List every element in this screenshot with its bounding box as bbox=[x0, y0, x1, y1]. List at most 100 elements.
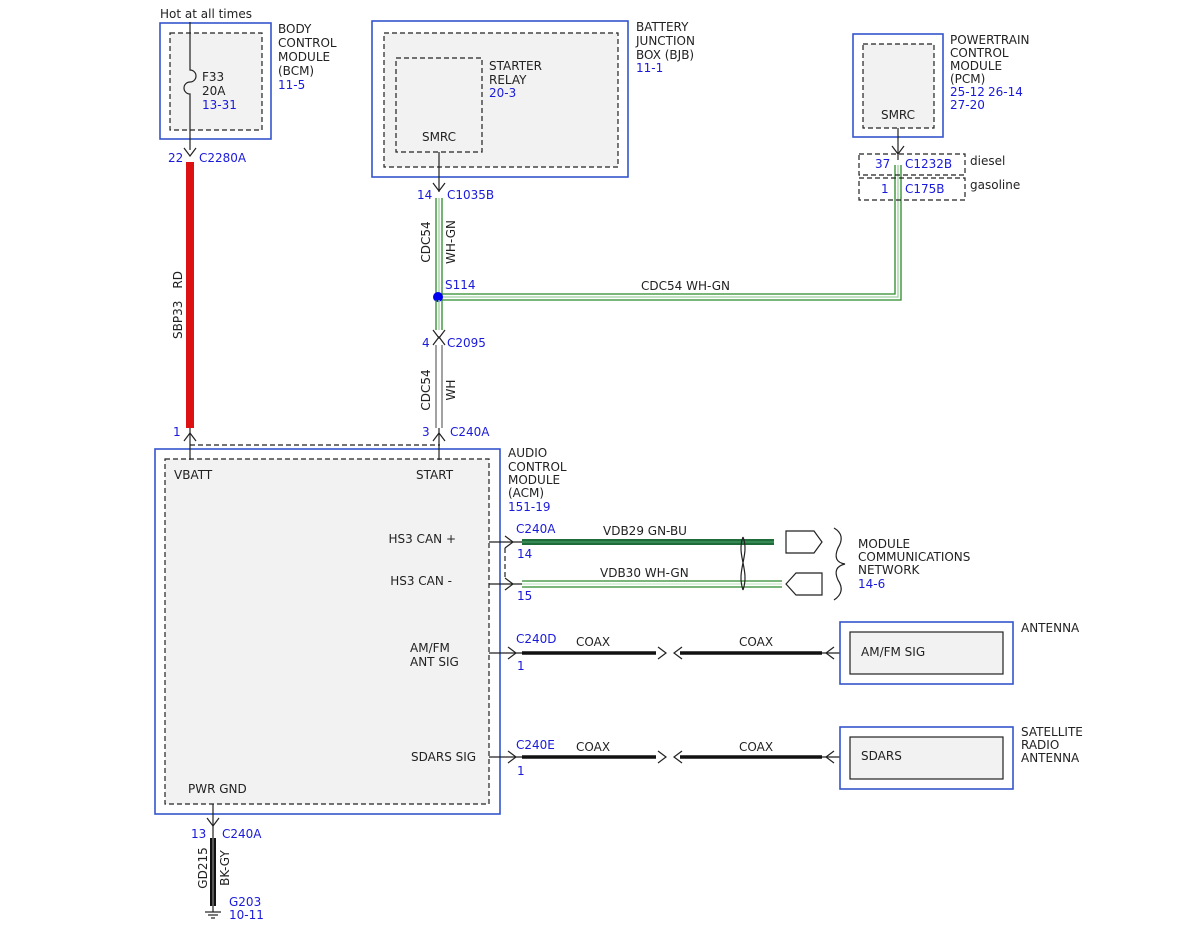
splice-label: S114 bbox=[445, 278, 476, 292]
amfm-label-1: AM/FM bbox=[410, 641, 450, 655]
gd215-circuit: GD215 bbox=[196, 847, 210, 888]
vbatt-pin: 1 bbox=[173, 425, 181, 439]
diesel-connector-box bbox=[858, 153, 966, 176]
pcm-title-3: MODULE bbox=[950, 59, 1002, 73]
fuse-amps: 20A bbox=[202, 84, 226, 98]
pwr-gnd-connector: C240A bbox=[222, 827, 262, 841]
cdc54-lower-circuit: CDC54 bbox=[419, 369, 433, 410]
acm-ref: 151-19 bbox=[508, 500, 551, 514]
bcm-connector: C2280A bbox=[199, 151, 247, 165]
bjb-title-3: BOX (BJB) bbox=[636, 48, 694, 62]
start-connector: C240A bbox=[450, 425, 490, 439]
gasoline-label: gasoline bbox=[970, 178, 1020, 192]
sdars-coax-label-1: COAX bbox=[576, 740, 610, 754]
twisted-pair-symbol bbox=[740, 536, 746, 591]
c2095-connector: C2095 bbox=[447, 336, 486, 350]
sat-antenna-title-1: SATELLITE bbox=[1021, 725, 1083, 739]
acm-title-2: CONTROL bbox=[508, 460, 567, 474]
pcm-title-4: (PCM) bbox=[950, 72, 985, 86]
bcm-title-4: (BCM) bbox=[278, 64, 314, 78]
fuse-ref: 13-31 bbox=[202, 98, 237, 112]
diesel-connector: C1232B bbox=[905, 157, 952, 171]
pcm-title-1: POWERTRAIN bbox=[950, 33, 1030, 47]
pcm-inner bbox=[862, 43, 935, 129]
pwr-gnd-pin: 13 bbox=[191, 827, 206, 841]
sdars-arrow bbox=[507, 750, 517, 764]
pcm-ref-1: 25-12 bbox=[950, 85, 985, 99]
pwr-gnd-arrow bbox=[206, 817, 220, 827]
gd215-color: BK-GY bbox=[218, 850, 232, 886]
splice-s114 bbox=[433, 292, 443, 302]
can-plus-pin: 14 bbox=[517, 547, 532, 561]
diesel-label: diesel bbox=[970, 154, 1005, 168]
network-brace bbox=[833, 527, 846, 601]
network-ref: 14-6 bbox=[858, 577, 885, 591]
amfm-connector: C240D bbox=[516, 632, 557, 646]
pcm-module: SMRC POWERTRAIN CONTROL MODULE (PCM) 25-… bbox=[852, 33, 1030, 201]
bcm-title-2: CONTROL bbox=[278, 36, 337, 50]
amfm-coax-label-1: COAX bbox=[576, 635, 610, 649]
relay-title-2: RELAY bbox=[489, 73, 527, 87]
acm-title-4: (ACM) bbox=[508, 486, 544, 500]
gasoline-pin: 1 bbox=[881, 182, 889, 196]
wire-cdc54-horizontal: CDC54 WH-GN bbox=[437, 165, 902, 301]
sdars-connector: C240E bbox=[516, 738, 555, 752]
amfm-circuit: C240D 1 COAX COAX AM/FM SIG ANTENNA bbox=[489, 621, 1080, 685]
sdars-coax-label-2: COAX bbox=[739, 740, 773, 754]
bcm-ref: 11-5 bbox=[278, 78, 305, 92]
ground-circuit: 13 C240A GD215 BK-GY G203 10-11 bbox=[191, 804, 264, 922]
acm-title-1: AUDIO bbox=[508, 446, 547, 460]
sat-antenna-inner bbox=[849, 736, 1004, 780]
relay-title-1: STARTER bbox=[489, 59, 542, 73]
c2095-arrow-bottom bbox=[432, 336, 446, 346]
wire-cdc54-lower: CDC54 WH bbox=[419, 345, 458, 428]
network-title-3: NETWORK bbox=[858, 563, 921, 577]
start-pin: 3 bbox=[422, 425, 430, 439]
sbp33-circuit: SBP33 bbox=[171, 301, 185, 339]
bcm-title-3: MODULE bbox=[278, 50, 330, 64]
network-connector-plus bbox=[785, 530, 823, 554]
starter-relay-box bbox=[395, 57, 483, 153]
wire-cdc54-middle: 4 C2095 bbox=[422, 300, 486, 350]
cdc54-lower-color: WH bbox=[444, 380, 458, 401]
can-bus: C240A 14 VDB29 GN-BU 15 VDB30 WH-GN MODU… bbox=[489, 522, 970, 603]
sbp33-color: RD bbox=[171, 271, 185, 289]
sat-antenna-inner-label: SDARS bbox=[861, 749, 902, 763]
amfm-coax-label-2: COAX bbox=[739, 635, 773, 649]
svg-text:SBP33RD: SBP33 RD bbox=[171, 271, 185, 339]
start-arrow bbox=[432, 432, 446, 442]
bjb-title-2: JUNCTION bbox=[635, 34, 695, 48]
hs3-can-minus-label: HS3 CAN - bbox=[390, 574, 452, 588]
bcm-connector-arrow bbox=[183, 147, 197, 157]
amfm-arrow bbox=[507, 646, 517, 660]
vbatt-arrow bbox=[183, 432, 197, 442]
network-connector-minus bbox=[785, 572, 823, 596]
acm-module: 1 VBATT 3 C240A START HS3 CAN + HS3 CAN … bbox=[154, 425, 567, 815]
wire-cdc54-upper: CDC54 WH-GN bbox=[419, 198, 458, 296]
cdc54-upper-color: WH-GN bbox=[444, 220, 458, 264]
relay-ref: 20-3 bbox=[489, 86, 516, 100]
gasoline-connector-box bbox=[858, 177, 966, 201]
amfm-pin: 1 bbox=[517, 659, 525, 673]
antenna-title: ANTENNA bbox=[1021, 621, 1080, 635]
sat-antenna-title-3: ANTENNA bbox=[1021, 751, 1080, 765]
hot-at-all-times-label: Hot at all times bbox=[160, 7, 252, 21]
can-minus-pin: 15 bbox=[517, 589, 532, 603]
ground-ref: 10-11 bbox=[229, 908, 264, 922]
sdars-label: SDARS SIG bbox=[411, 750, 476, 764]
start-label: START bbox=[416, 468, 454, 482]
sdars-pin: 1 bbox=[517, 764, 525, 778]
bcm-module: Hot at all times F33 20A 13-31 BODY CONT… bbox=[159, 7, 337, 165]
gasoline-connector: C175B bbox=[905, 182, 945, 196]
amfm-label-2: ANT SIG bbox=[410, 655, 459, 669]
network-title-1: MODULE bbox=[858, 537, 910, 551]
network-title-2: COMMUNICATIONS bbox=[858, 550, 970, 564]
bjb-pin: 14 bbox=[417, 188, 432, 202]
red-wire bbox=[186, 162, 194, 428]
acm-inner bbox=[164, 458, 490, 805]
pcm-pin-label: SMRC bbox=[881, 108, 915, 122]
wire-sbp33: SBP33 RD bbox=[171, 162, 194, 428]
can-minus-arrow bbox=[504, 577, 514, 591]
bjb-pin-label: SMRC bbox=[422, 130, 456, 144]
